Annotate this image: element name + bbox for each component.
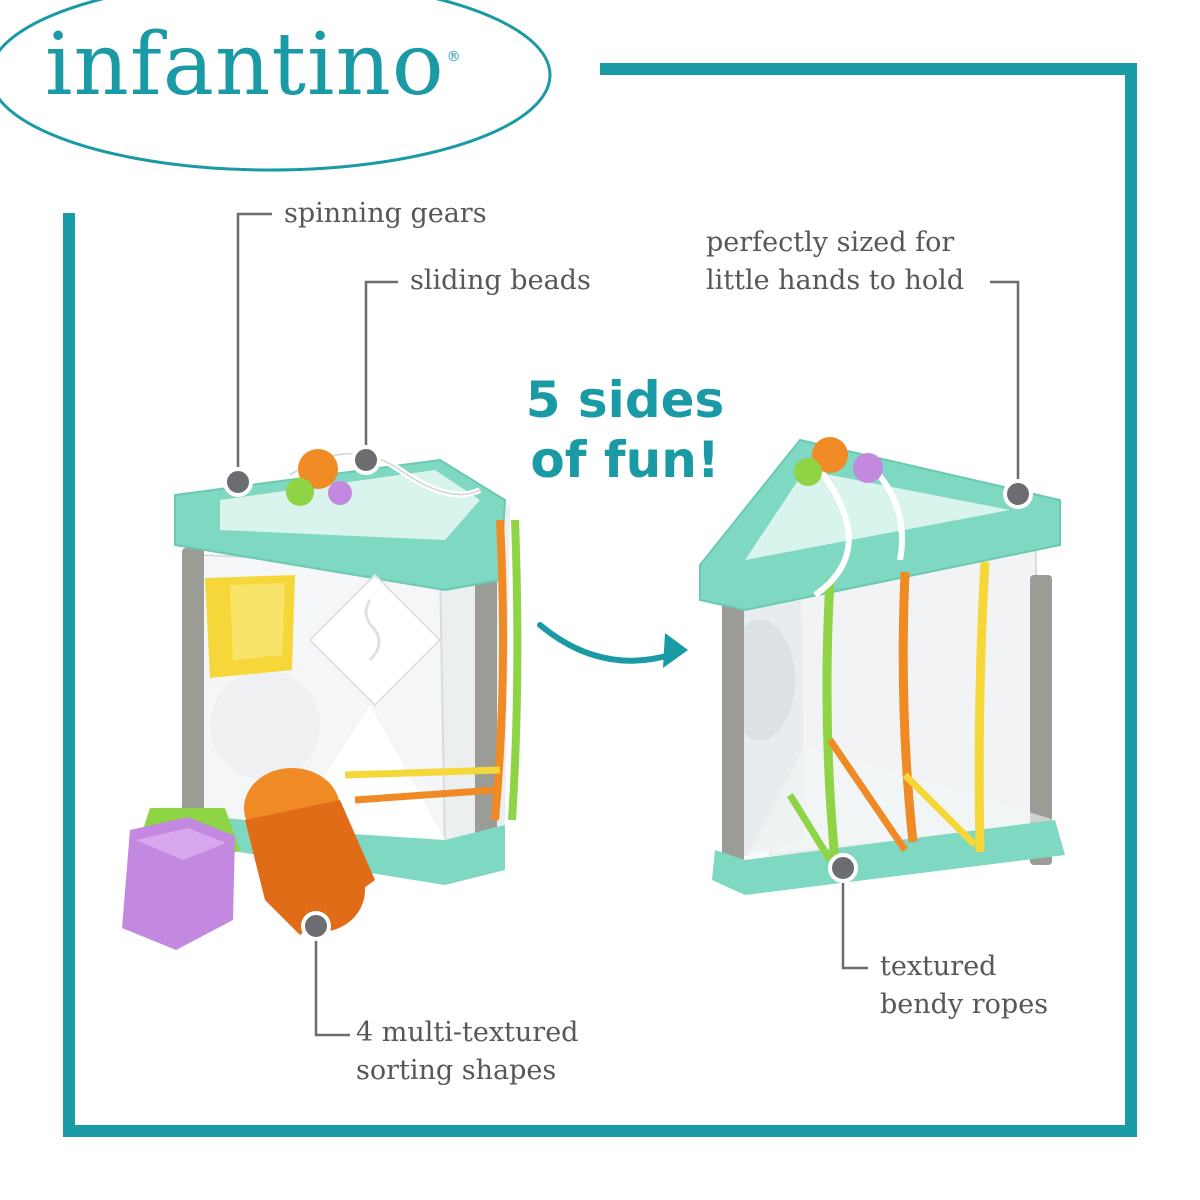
- callout-lines: [236, 212, 1020, 1037]
- logo-ellipse: [0, 0, 552, 172]
- callout-dots: [223, 445, 1033, 941]
- brand-name: infantino: [45, 15, 445, 115]
- headline-line-1: 5 sides: [525, 371, 725, 429]
- headline: 5 sides of fun!: [520, 370, 730, 490]
- callout-sorting-shapes: 4 multi-textured sorting shapes: [356, 1014, 578, 1090]
- trademark-symbol: ®: [446, 49, 462, 65]
- right-toy-image: [699, 437, 1065, 895]
- headline-line-2: of fun!: [530, 431, 720, 489]
- callout-bendy-ropes-line-2: bendy ropes: [880, 989, 1049, 1020]
- callout-bendy-ropes: textured bendy ropes: [880, 948, 1048, 1024]
- callout-sorting-shapes-line-1: 4 multi-textured: [356, 1017, 579, 1048]
- brand-logo: infantino®: [45, 22, 462, 108]
- callout-spinning-gears: spinning gears: [284, 198, 487, 229]
- curved-arrow-icon: [537, 622, 688, 668]
- callout-hand-size: perfectly sized for little hands to hold: [706, 224, 964, 300]
- left-toy-image: [122, 449, 522, 950]
- teal-frame: [63, 63, 1137, 1137]
- callout-hand-size-line-1: perfectly sized for: [706, 227, 955, 258]
- callout-sliding-beads: sliding beads: [410, 265, 591, 296]
- callout-hand-size-line-2: little hands to hold: [706, 265, 965, 296]
- callout-bendy-ropes-line-1: textured: [880, 951, 997, 982]
- callout-sorting-shapes-line-2: sorting shapes: [356, 1055, 557, 1086]
